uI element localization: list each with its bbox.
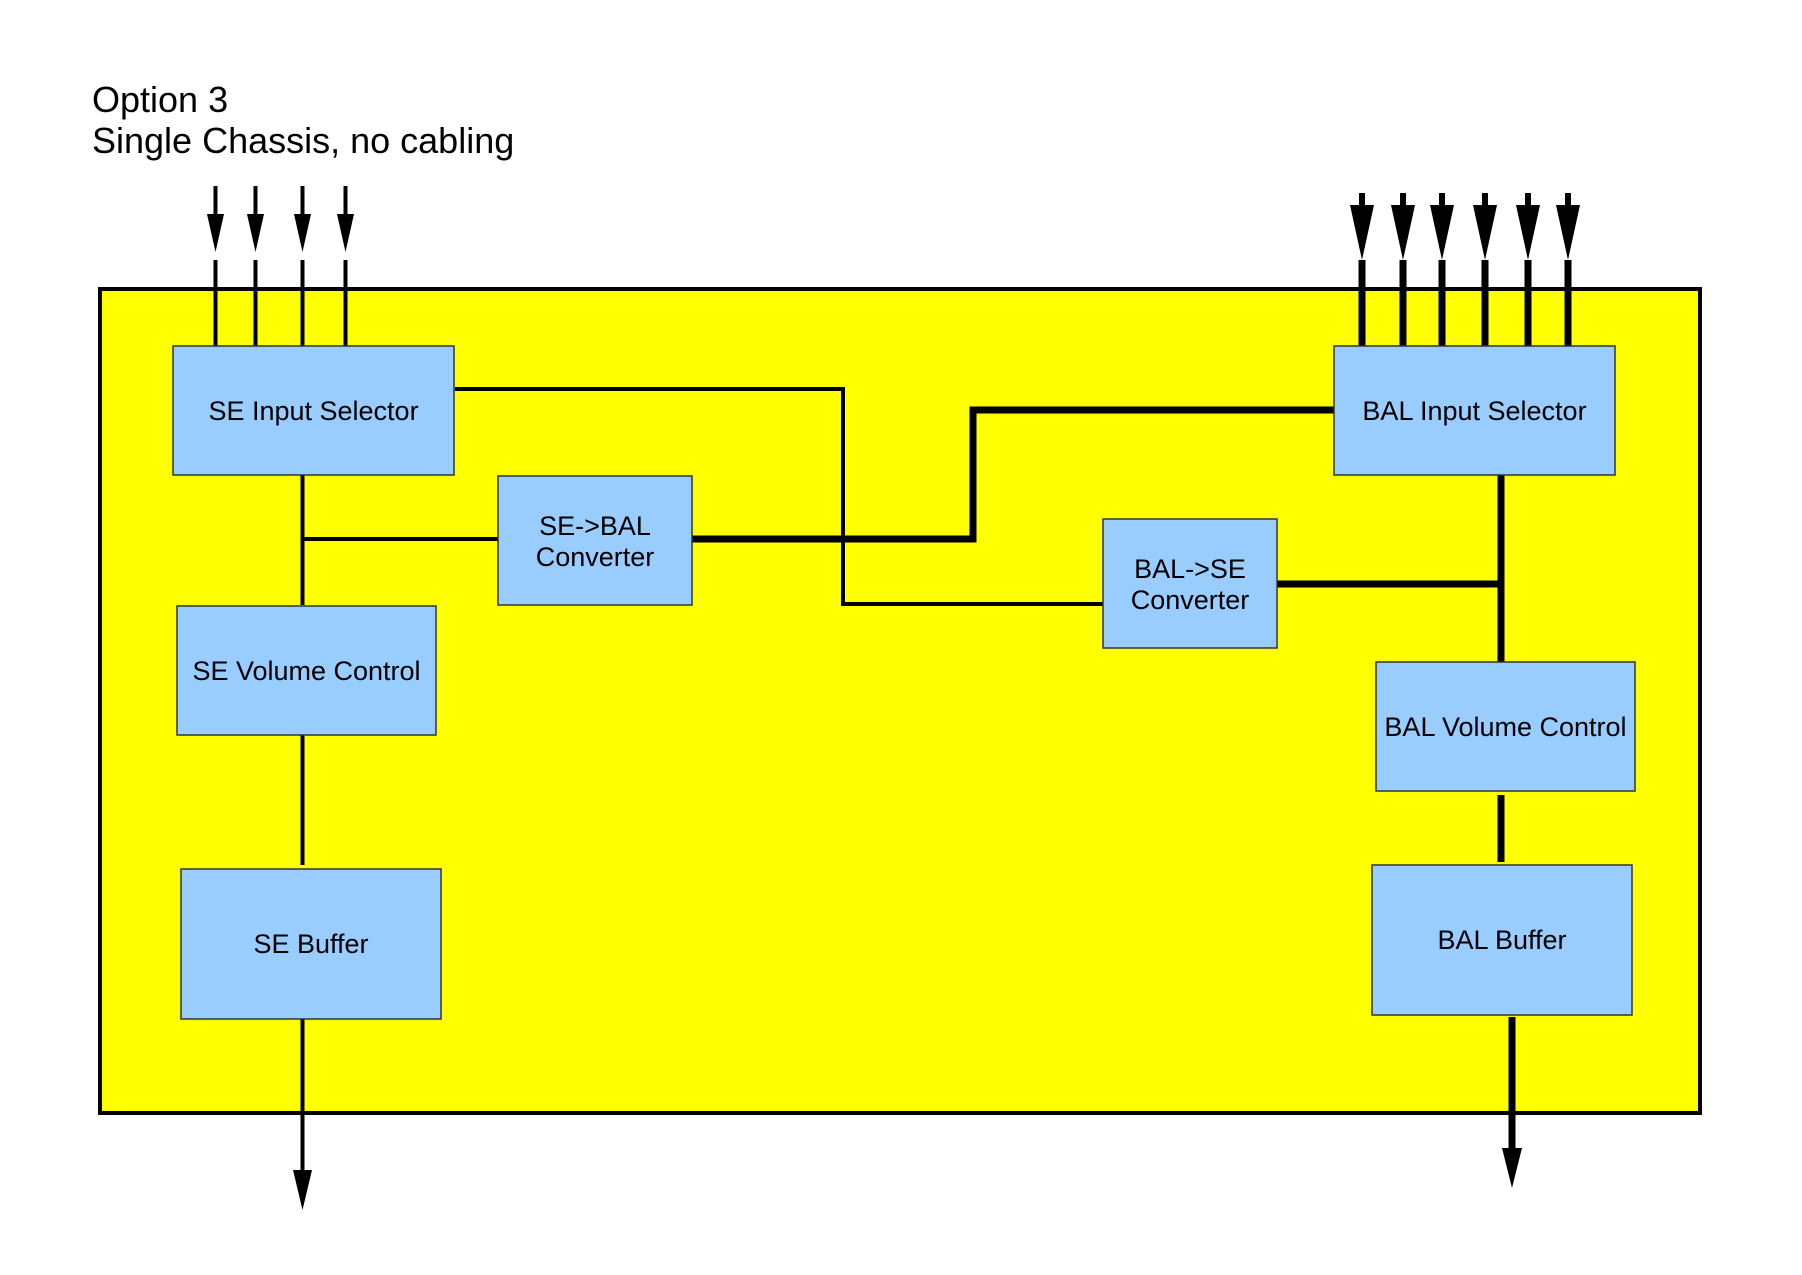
bal-input-arrowhead-2 [1391,205,1415,260]
bal-input-arrowhead-1 [1350,205,1374,260]
bal-buffer-block: BAL Buffer [1371,864,1633,1016]
se-output-arrowhead [293,1170,312,1210]
se-input-arrows [207,186,354,346]
se-input-arrowhead-3 [294,214,311,252]
se-buffer-label: SE Buffer [253,929,368,959]
bal-volume-control-block: BAL Volume Control [1375,661,1636,792]
se-to-bal-converter-label-line1: SE->BAL [539,511,651,541]
se-volume-control-label: SE Volume Control [192,656,420,686]
bal-to-se-converter-label-line1: BAL->SE [1134,554,1246,584]
se-input-selector-label: SE Input Selector [208,396,418,426]
bal-input-arrows [1350,193,1580,346]
se-volume-control-block: SE Volume Control [176,605,437,736]
se-input-arrowhead-1 [207,214,224,252]
bal-input-arrowhead-4 [1473,205,1497,260]
se-input-arrowhead-4 [337,214,354,252]
connections [300,387,1516,1170]
bal-input-selector-label: BAL Input Selector [1362,396,1586,426]
bal-buffer-box [1371,864,1633,1016]
diagram-title-line1: Option 3 [92,79,228,120]
se-input-arrowhead-2 [247,214,264,252]
se-input-selector-block: SE Input Selector [172,345,455,476]
bal-input-selector-block: BAL Input Selector [1333,345,1616,476]
bal-input-selector-box [1333,345,1616,476]
bal-to-se-converter-box [1102,518,1278,649]
bal-volume-control-box [1375,661,1636,792]
se-buffer-block: SE Buffer [180,868,442,1020]
se-to-bal-converter-block: SE->BAL Converter [497,475,693,606]
se-buffer-box [180,868,442,1020]
bal-to-se-converter-label-line2: Converter [1131,585,1250,615]
bal-buffer-label: BAL Buffer [1437,925,1566,955]
bal-output-arrowhead [1502,1148,1522,1188]
bal-volume-control-label: BAL Volume Control [1384,712,1626,742]
bal-input-arrowhead-3 [1430,205,1454,260]
se-converter-to-bal-selector-path [691,406,1334,543]
se-selector-to-bal-converter-path [455,387,1103,606]
diagram-title-line2: Single Chassis, no cabling [92,120,514,161]
se-to-bal-converter-label-line2: Converter [536,542,655,572]
se-volume-control-box [176,605,437,736]
bal-input-arrowhead-5 [1516,205,1540,260]
bal-to-se-converter-block: BAL->SE Converter [1102,518,1278,649]
se-to-bal-converter-box [497,475,693,606]
bal-input-arrowhead-6 [1556,205,1580,260]
se-input-selector-box [172,345,455,476]
